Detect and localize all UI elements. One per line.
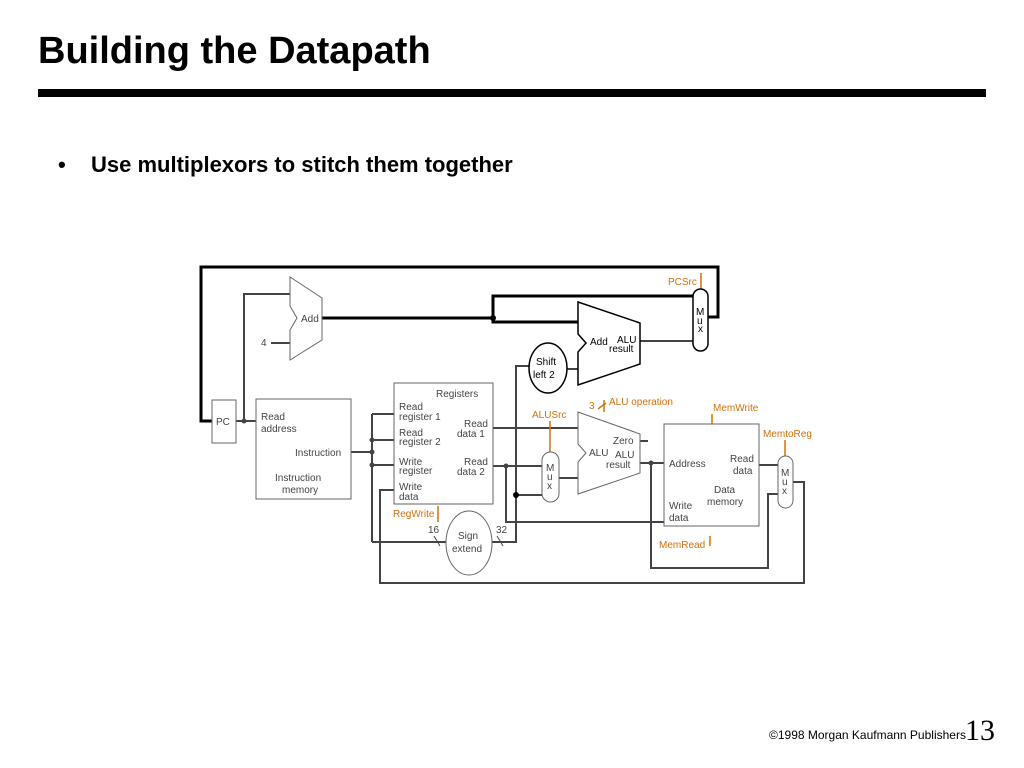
read-data2-1: Read bbox=[464, 457, 488, 468]
branch-adder-result: result bbox=[609, 344, 634, 355]
read-data1-1: Read bbox=[464, 419, 488, 430]
imem-read-address-1: Read bbox=[261, 412, 285, 423]
pc-register bbox=[211, 399, 237, 444]
alu-label: ALU bbox=[589, 448, 608, 459]
pc-label: PC bbox=[216, 417, 230, 428]
sign-extend-out-bits: 32 bbox=[496, 525, 508, 536]
register-file bbox=[393, 382, 494, 505]
sign-extend-2: extend bbox=[452, 544, 482, 555]
alusrc-mux bbox=[541, 451, 560, 503]
dmem-address: Address bbox=[669, 459, 706, 470]
registers-title: Registers bbox=[436, 389, 478, 400]
sign-extend bbox=[445, 510, 493, 576]
imem-instruction: Instruction bbox=[295, 448, 341, 459]
alu-operation-label: ALU operation bbox=[609, 397, 673, 408]
shift-line-1: Shift bbox=[536, 357, 556, 368]
alusrc-mux-m: M bbox=[546, 463, 554, 474]
shift-line-2: left 2 bbox=[533, 370, 555, 381]
data-memory bbox=[663, 423, 760, 527]
dmem-read-data-2: data bbox=[733, 466, 753, 477]
pcsrc-mux bbox=[692, 288, 709, 352]
branch-adder-alu: ALU bbox=[617, 335, 636, 346]
copyright-footer: ©1998 Morgan Kaufmann Publishers bbox=[769, 728, 966, 742]
imem-name-1: Instruction bbox=[275, 473, 321, 484]
pc-adder bbox=[289, 276, 323, 361]
sign-extend-1: Sign bbox=[458, 531, 478, 542]
alu-zero: Zero bbox=[613, 436, 634, 447]
branch-adder-add: Add bbox=[590, 337, 608, 348]
regwrite-label: RegWrite bbox=[393, 509, 435, 520]
imem-name-2: memory bbox=[282, 485, 318, 496]
write-reg-2: register bbox=[399, 466, 433, 477]
bullet-text: Use multiplexors to stitch them together bbox=[91, 152, 513, 177]
dmem-name-2: memory bbox=[707, 497, 743, 508]
control-signals bbox=[433, 273, 786, 547]
alusrc-label: ALUSrc bbox=[532, 410, 566, 421]
pcsrc-mux-m: M bbox=[696, 307, 704, 318]
memtoreg-mux-x: x bbox=[782, 486, 787, 497]
write-data-2: data bbox=[399, 492, 419, 503]
pc-adder-label: Add bbox=[301, 314, 319, 325]
slide-title: Building the Datapath bbox=[38, 30, 431, 72]
alu-alu: ALU bbox=[615, 450, 634, 461]
branch-adder bbox=[577, 300, 641, 387]
alusrc-mux-x: x bbox=[547, 481, 552, 492]
read-data1-2: data 1 bbox=[457, 429, 485, 440]
write-data-1: Write bbox=[399, 482, 423, 493]
pcsrc-mux-u: u bbox=[697, 316, 703, 327]
memtoreg-label: MemtoReg bbox=[763, 429, 812, 440]
pcsrc-label: PCSrc bbox=[668, 277, 697, 288]
dmem-write-data-2: data bbox=[669, 513, 689, 524]
alu-result: result bbox=[606, 460, 631, 471]
alusrc-mux-u: u bbox=[547, 472, 553, 483]
read-reg1-1: Read bbox=[399, 402, 423, 413]
shift-left-2 bbox=[528, 342, 568, 394]
read-reg1-2: register 1 bbox=[399, 412, 441, 423]
page-number: 13 bbox=[965, 714, 995, 747]
datapath-wires bbox=[199, 265, 805, 584]
dmem-write-data-1: Write bbox=[669, 501, 693, 512]
sign-extend-in-bits: 16 bbox=[428, 525, 440, 536]
read-reg2-2: register 2 bbox=[399, 437, 441, 448]
dmem-name-1: Data bbox=[714, 485, 736, 496]
read-data2-2: data 2 bbox=[457, 467, 485, 478]
instruction-memory bbox=[255, 398, 352, 500]
bullet-marker: • bbox=[58, 152, 66, 177]
read-reg2-1: Read bbox=[399, 428, 423, 439]
title-underline bbox=[38, 89, 986, 97]
memread-label: MemRead bbox=[659, 540, 705, 551]
alu-op-bits: 3 bbox=[589, 401, 595, 412]
memtoreg-mux-m: M bbox=[781, 468, 789, 479]
dmem-read-data-1: Read bbox=[730, 454, 754, 465]
imem-read-address-2: address bbox=[261, 424, 297, 435]
pcsrc-mux-x: x bbox=[698, 324, 703, 335]
memwrite-label: MemWrite bbox=[713, 403, 759, 414]
memtoreg-mux-u: u bbox=[782, 477, 788, 488]
alu bbox=[577, 411, 641, 495]
write-reg-1: Write bbox=[399, 457, 423, 468]
memtoreg-mux bbox=[777, 455, 794, 509]
constant-four: 4 bbox=[261, 338, 267, 349]
